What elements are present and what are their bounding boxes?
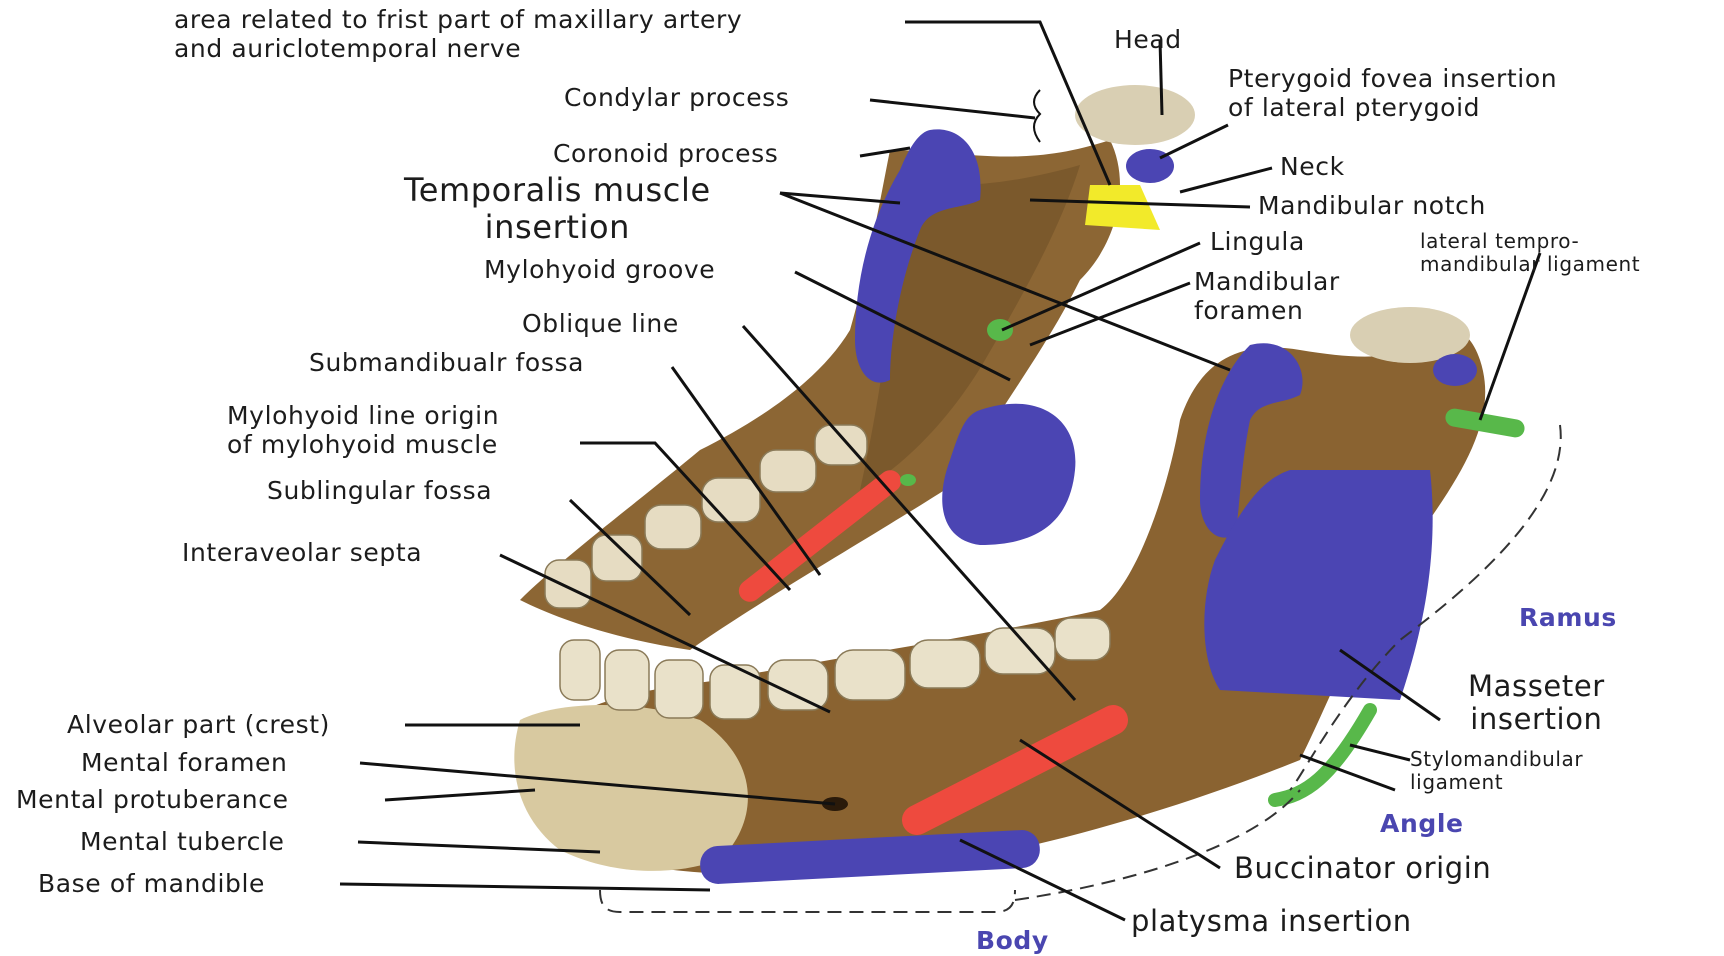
- label-maxillary-area: area related to frist part of maxillary …: [174, 6, 742, 64]
- label-temporalis-line2: insertion: [404, 209, 711, 246]
- label-mylohyoid-line: Mylohyoid line origin of mylohyoid muscl…: [227, 402, 499, 460]
- label-base-of-mandible: Base of mandible: [38, 870, 265, 899]
- label-maxillary-area-line2: and auriclotemporal nerve: [174, 35, 742, 64]
- label-pterygoid-fovea: Pterygoid fovea insertion of lateral pte…: [1228, 65, 1557, 123]
- label-mental-tubercle: Mental tubercle: [80, 828, 285, 857]
- label-mandibular-foramen: Mandibular foramen: [1194, 268, 1340, 326]
- label-masseter-line1: Masseter: [1468, 670, 1605, 703]
- label-mandibular-foramen-line2: foramen: [1194, 297, 1340, 326]
- label-lateral-ligament-line2: mandibular ligament: [1420, 253, 1640, 276]
- pterygoid-fovea-right: [1433, 354, 1477, 386]
- label-mylohyoid-line-line2: of mylohyoid muscle: [227, 431, 499, 460]
- label-temporalis-line1: Temporalis muscle: [404, 172, 711, 209]
- label-submandibular-fossa: Submandibualr fossa: [309, 349, 584, 378]
- label-pterygoid-fovea-line2: of lateral pterygoid: [1228, 94, 1557, 123]
- mylohyoid-green-tip: [900, 474, 916, 486]
- left-condyle-head: [1075, 85, 1195, 145]
- label-mylohyoid-line-line1: Mylohyoid line origin: [227, 402, 499, 431]
- label-alveolar-part: Alveolar part (crest): [67, 711, 330, 740]
- label-mandibular-notch: Mandibular notch: [1258, 192, 1486, 221]
- label-platysma-insertion: platysma insertion: [1131, 905, 1412, 938]
- label-temporalis-insertion: Temporalis muscle insertion: [404, 172, 711, 246]
- label-sublingular-fossa: Sublingular fossa: [267, 477, 492, 506]
- label-interaveolar-septa: Interaveolar septa: [182, 539, 422, 568]
- label-coronoid-process: Coronoid process: [553, 140, 778, 169]
- label-maxillary-area-line1: area related to frist part of maxillary …: [174, 6, 742, 35]
- label-head: Head: [1114, 26, 1182, 55]
- label-oblique-line: Oblique line: [522, 310, 679, 339]
- label-neck: Neck: [1280, 153, 1345, 182]
- label-mental-protuberance: Mental protuberance: [16, 786, 289, 815]
- label-buccinator-origin: Buccinator origin: [1234, 852, 1491, 885]
- label-body: Body: [976, 927, 1049, 956]
- label-masseter-line2: insertion: [1468, 703, 1605, 736]
- label-angle: Angle: [1380, 810, 1464, 839]
- label-mental-foramen: Mental foramen: [81, 749, 287, 778]
- chin-region: [514, 705, 748, 871]
- label-pterygoid-fovea-line1: Pterygoid fovea insertion: [1228, 65, 1557, 94]
- label-masseter-insertion: Masseter insertion: [1468, 670, 1605, 737]
- label-lingula: Lingula: [1210, 228, 1305, 257]
- lingula-spot: [987, 319, 1013, 341]
- label-stylomandibular-line2: ligament: [1410, 771, 1583, 794]
- maxillary-artery-area: [1085, 185, 1160, 230]
- label-stylomandibular-line1: Stylomandibular: [1410, 748, 1583, 771]
- label-ramus: Ramus: [1519, 604, 1617, 633]
- label-stylomandibular-ligament: Stylomandibular ligament: [1410, 748, 1583, 794]
- label-mylohyoid-groove: Mylohyoid groove: [484, 256, 715, 285]
- label-mandibular-foramen-line1: Mandibular: [1194, 268, 1340, 297]
- label-lateral-ligament: lateral tempro- mandibular ligament: [1420, 230, 1640, 276]
- label-condylar-process: Condylar process: [564, 84, 789, 113]
- label-lateral-ligament-line1: lateral tempro-: [1420, 230, 1640, 253]
